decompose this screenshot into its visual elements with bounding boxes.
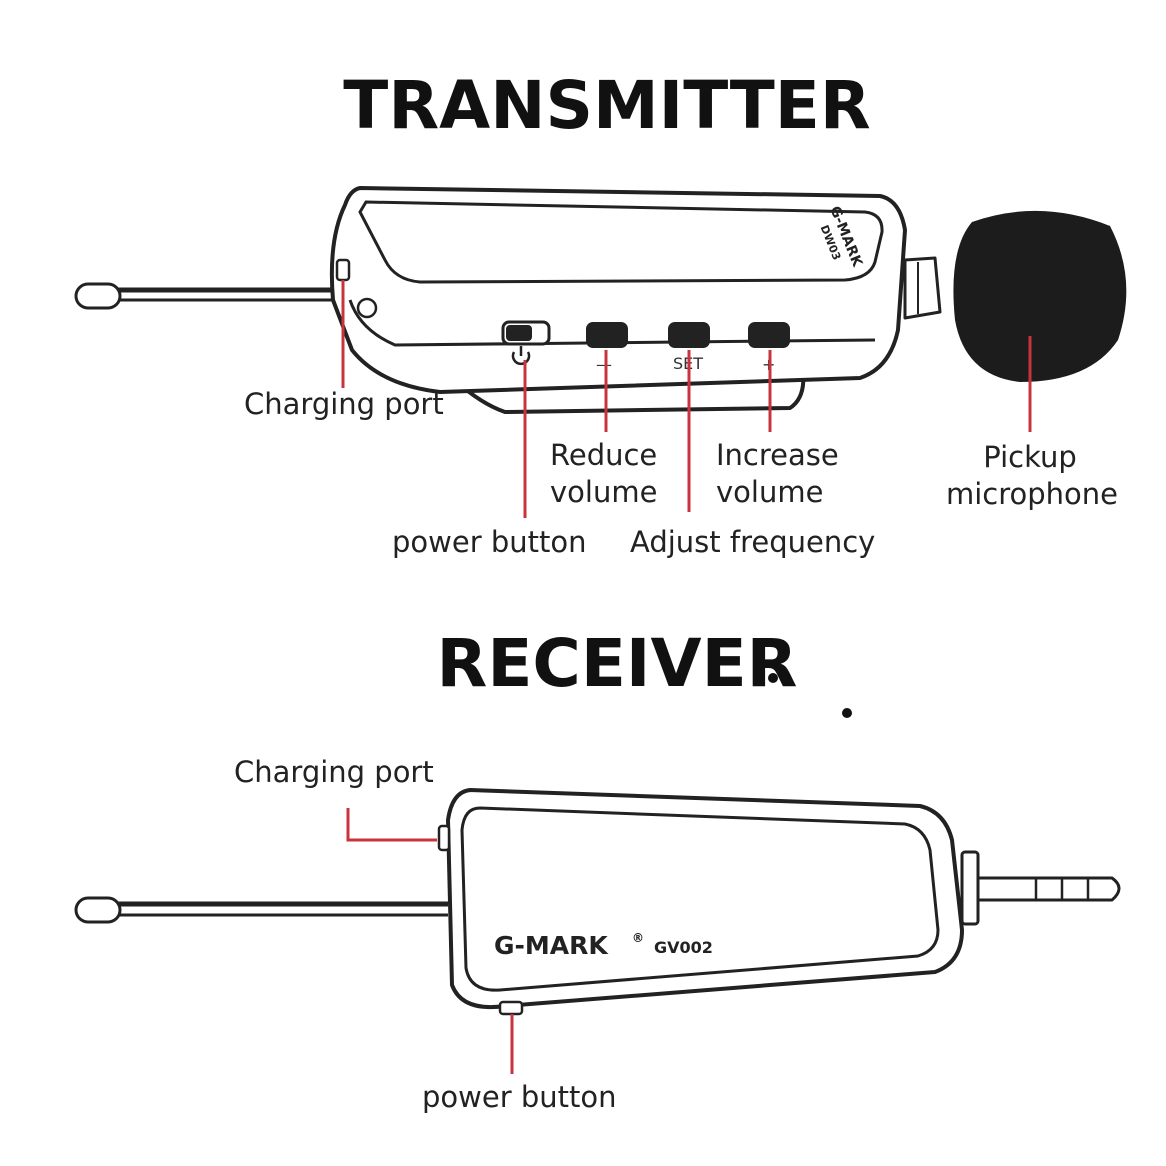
increase-volume-button: [748, 322, 790, 348]
label-increase-volume-line2: volume: [716, 475, 823, 509]
receiver-face-panel: [460, 806, 940, 992]
label-adjust-frequency: Adjust frequency: [630, 525, 875, 559]
label-power-button: power button: [392, 525, 587, 559]
receiver-title: RECEIVER: [437, 625, 798, 702]
stray-dot: [842, 708, 852, 718]
receiver-registered-mark: ®: [632, 931, 644, 945]
receiver-power-button: [498, 1000, 524, 1016]
transmitter-antenna: [74, 282, 336, 310]
transmitter-title: TRANSMITTER: [343, 67, 870, 144]
receiver-audio-jack: [960, 850, 1121, 926]
stray-dot: [768, 673, 778, 683]
callout-receiver-charging-port: [346, 808, 437, 842]
label-reduce-volume-line1: Reduce: [550, 438, 657, 472]
label-reduce-volume-line2: volume: [550, 475, 657, 509]
receiver-device: G-MARK ® GV002: [74, 788, 1121, 1016]
label-receiver-power-button: power button: [422, 1080, 617, 1114]
label-increase-volume-line1: Increase: [716, 438, 839, 472]
transmitter-led: [356, 297, 378, 319]
receiver-model: GV002: [654, 938, 713, 957]
transmitter-body: [329, 186, 907, 394]
receiver-brand: G-MARK: [494, 931, 609, 960]
receiver-antenna: [74, 896, 448, 924]
receiver-body: [446, 788, 964, 1010]
transmitter-top-panel: [358, 200, 884, 284]
transmitter-device: — SET + G-MARK DW03: [74, 186, 1127, 414]
power-symbol-icon: [511, 346, 531, 366]
minus-mark: —: [596, 355, 612, 374]
receiver-charging-port: [437, 824, 451, 852]
label-pickup-line1: Pickup: [983, 440, 1077, 474]
transmitter-side-line: [348, 299, 876, 347]
reduce-volume-button: [586, 322, 628, 348]
label-charging-port: Charging port: [244, 387, 444, 421]
mic-neck: [903, 256, 942, 320]
transmitter-charging-port: [335, 258, 351, 282]
label-receiver-charging-port: Charging port: [234, 755, 434, 789]
pickup-microphone-foam: [953, 210, 1127, 382]
set-button: [668, 322, 710, 348]
transmitter-power-switch: [501, 320, 551, 366]
label-pickup-line2: microphone: [946, 477, 1118, 511]
